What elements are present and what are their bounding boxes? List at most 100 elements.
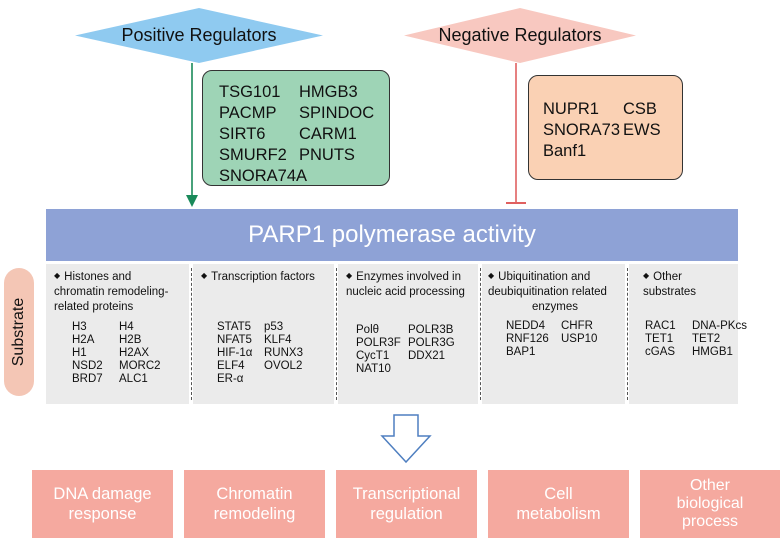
outcome-dna-damage-response: DNA damage response bbox=[32, 470, 173, 538]
column-title: ◆Enzymes involved in nucleic acid proces… bbox=[346, 268, 465, 300]
outcome-line: process bbox=[681, 513, 739, 530]
activation-arrow bbox=[186, 63, 198, 207]
substrate-label-wrap: Substrate bbox=[4, 268, 34, 396]
column-title: ◆Histones and chromatin remodeling- rela… bbox=[54, 268, 168, 315]
item-row: H1 H2AX bbox=[72, 347, 161, 360]
reg-row: SIRT6 bbox=[219, 125, 265, 144]
substrate-item: NEDD4 bbox=[506, 320, 545, 332]
reg-row: Banf1 bbox=[543, 142, 586, 161]
substrate-item: POLR3B bbox=[408, 324, 454, 336]
bullet-icon: ◆ bbox=[643, 271, 650, 280]
substrate-item: H3 bbox=[72, 321, 87, 333]
outcome-line: Other bbox=[689, 477, 730, 494]
substrate-item: TET1 bbox=[645, 333, 674, 345]
column-title: ◆Transcription factors bbox=[201, 268, 315, 285]
column-title-line: Ubiquitination and bbox=[498, 271, 591, 283]
outcome-transcriptional-regulation: Transcriptional regulation bbox=[336, 470, 477, 538]
column-divider bbox=[480, 268, 481, 400]
item-row: CycT1 DDX21 bbox=[356, 350, 455, 363]
substrate-item: POLR3G bbox=[408, 337, 455, 349]
substrate-item: POLR3F bbox=[356, 337, 401, 349]
item-row: ER-α bbox=[217, 373, 303, 386]
substrate-item: DDX21 bbox=[408, 350, 446, 362]
column-title-line: Transcription factors bbox=[211, 271, 315, 283]
parp1-banner: PARP1 polymerase activity bbox=[46, 209, 738, 261]
substrate-item: H4 bbox=[119, 321, 134, 333]
outcome-line: DNA damage bbox=[53, 485, 152, 503]
substrate-item: RUNX3 bbox=[264, 347, 303, 359]
regulator-name: SNORA74A bbox=[219, 167, 308, 185]
column-divider bbox=[627, 268, 628, 400]
column-title-line: related proteins bbox=[54, 301, 134, 313]
substrate-item: p53 bbox=[264, 321, 284, 333]
regulator-name: SPINDOC bbox=[299, 104, 375, 122]
regulator-name: Banf1 bbox=[543, 142, 587, 160]
bullet-icon: ◆ bbox=[54, 271, 61, 280]
substrate-item: DNA-PKcs bbox=[692, 320, 747, 332]
substrate-item: NAT10 bbox=[356, 363, 391, 375]
regulator-name: CSB bbox=[623, 100, 657, 118]
substrate-item: ER-α bbox=[217, 373, 244, 385]
reg-row: EWS bbox=[623, 121, 661, 140]
item-row: POLR3F POLR3G bbox=[356, 337, 455, 350]
column-title-line: deubiquitination related bbox=[488, 286, 607, 298]
outcome-line: response bbox=[68, 505, 137, 523]
reg-row: PACMP bbox=[219, 104, 276, 123]
reg-row: TSG101 bbox=[219, 83, 280, 102]
substrate-item: H1 bbox=[72, 347, 87, 359]
column-title-line: chromatin remodeling- bbox=[54, 286, 169, 298]
column-title: ◆Other substrates bbox=[643, 268, 738, 300]
substrate-item: NFAT5 bbox=[217, 334, 252, 346]
reg-row: CARM1 bbox=[299, 125, 357, 144]
substrate-item: STAT5 bbox=[217, 321, 252, 333]
regulator-name: EWS bbox=[623, 121, 661, 139]
substrate-item: NSD2 bbox=[72, 360, 103, 372]
substrate-item: CHFR bbox=[561, 320, 593, 332]
bullet-icon: ◆ bbox=[201, 271, 208, 280]
substrate-item: HIF-1α bbox=[217, 347, 253, 359]
substrate-item: BAP1 bbox=[506, 346, 536, 358]
outcome-line: Cell bbox=[544, 485, 573, 503]
positive-diamond-shape bbox=[75, 8, 323, 63]
substrate-item: CycT1 bbox=[356, 350, 390, 362]
substrate-item: H2A bbox=[72, 334, 95, 346]
substrate-column-histones: ◆Histones and chromatin remodeling- rela… bbox=[46, 264, 189, 404]
column-divider bbox=[191, 268, 192, 400]
substrate-column-enzymes: ◆Enzymes involved in nucleic acid proces… bbox=[338, 264, 478, 404]
positive-regulators-box: TSG101 HMGB3 PACMP SPINDOC SIRT6 CARM1 S… bbox=[202, 70, 390, 186]
item-row: BAP1 bbox=[506, 346, 597, 359]
column-title-line: Histones and bbox=[64, 271, 132, 283]
item-row: HIF-1α RUNX3 bbox=[217, 347, 303, 360]
bullet-icon: ◆ bbox=[346, 271, 353, 280]
column-title-line: Enzymes involved in bbox=[356, 271, 461, 283]
regulator-name: TSG101 bbox=[219, 83, 281, 101]
substrate-item: OVOL2 bbox=[264, 360, 303, 372]
negative-regulators-label: Negative Regulators bbox=[438, 25, 602, 45]
reg-row: NUPR1 bbox=[543, 100, 599, 119]
item-row: STAT5 p53 bbox=[217, 321, 303, 334]
regulator-name: SNORA73 bbox=[543, 121, 621, 139]
reg-row: PNUTS bbox=[299, 146, 355, 165]
outcome-line: regulation bbox=[370, 505, 443, 523]
substrate-item: KLF4 bbox=[264, 334, 292, 346]
column-title-line: enzymes bbox=[532, 301, 579, 313]
negative-regulators-box: NUPR1 CSB SNORA73 EWS Banf1 bbox=[528, 75, 683, 180]
outcome-line: Transcriptional bbox=[352, 485, 461, 503]
substrate-item: H2AX bbox=[119, 347, 150, 359]
bullet-icon: ◆ bbox=[488, 271, 495, 280]
regulator-name: PNUTS bbox=[299, 146, 355, 164]
reg-row: SMURF2 bbox=[219, 146, 287, 165]
regulator-name: HMGB3 bbox=[299, 83, 358, 101]
reg-row: SNORA74A bbox=[219, 167, 307, 186]
substrate-item: USP10 bbox=[561, 333, 598, 345]
